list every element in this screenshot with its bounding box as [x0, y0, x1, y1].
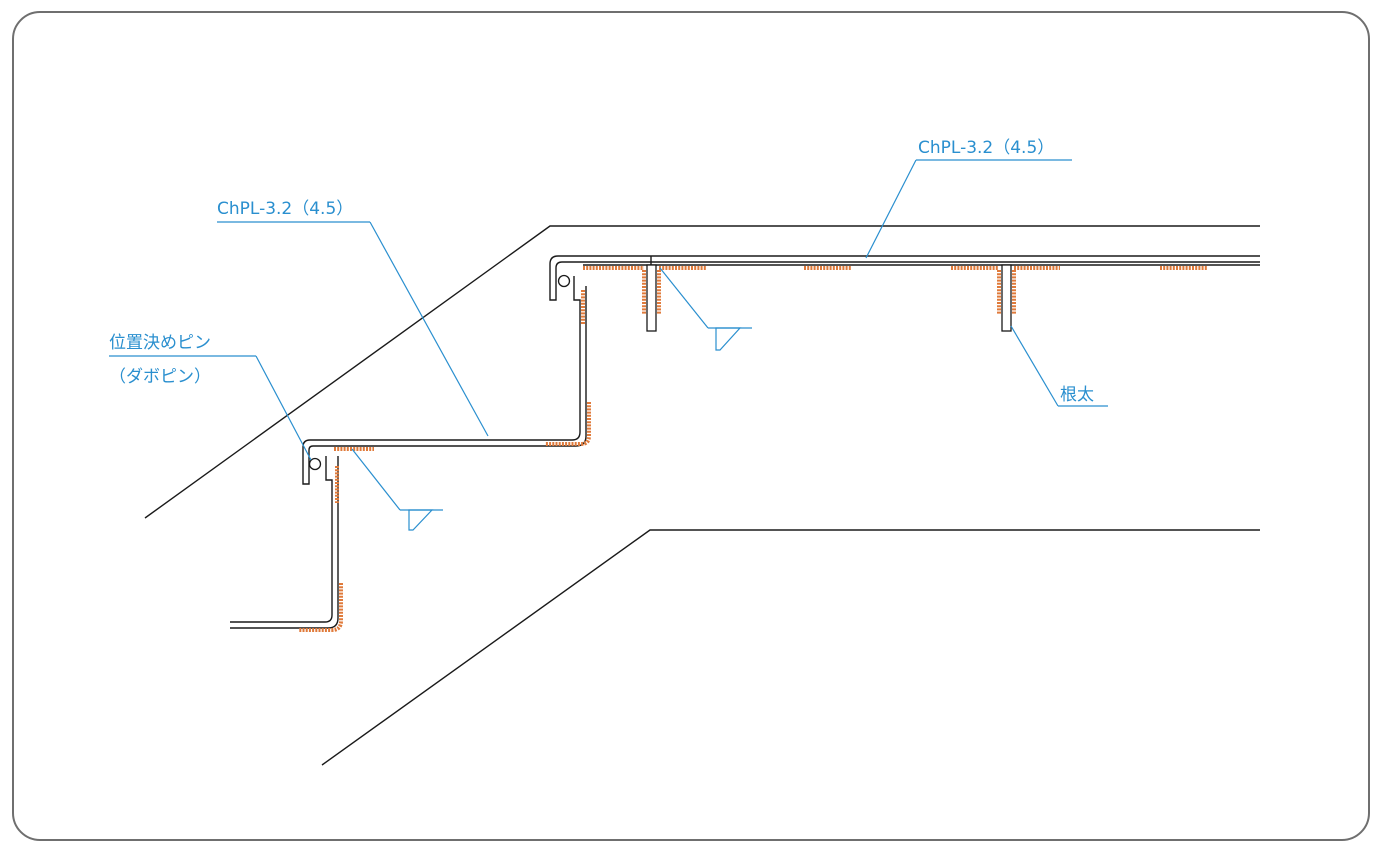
weld-symbol-lower-arrow: [351, 448, 401, 511]
weld-symbol-upper-arrow: [659, 267, 709, 329]
label-joist: 根太: [1060, 385, 1094, 405]
joists: [646, 256, 1012, 332]
leader-pin: [255, 355, 312, 461]
label-pin-line2: （ダボピン）: [109, 367, 211, 387]
callout-labels: ChPL-3.2（4.5） ChPL-3.2（4.5） 位置決めピン （ダボピン…: [109, 138, 1094, 405]
leader-plate-lower: [369, 221, 489, 437]
label-plate-upper: ChPL-3.2（4.5）: [918, 138, 1054, 158]
label-pin-line1: 位置決めピン: [109, 333, 211, 353]
weld-beads: [299, 266, 1207, 632]
callout-leaders: [109, 159, 1108, 461]
landing-plate-top: [549, 255, 1260, 301]
structure-outline: [144, 225, 1260, 766]
weld-symbol-lower-triangle: [408, 509, 434, 531]
weld-upper-corner: [545, 402, 591, 446]
drawing-frame: [12, 11, 1370, 841]
joist-right: [1001, 264, 1012, 332]
lower-riser-outer: [230, 456, 339, 629]
lower-slab-line: [321, 529, 1260, 766]
joist-left: [646, 264, 657, 332]
leader-joist: [1010, 325, 1059, 407]
weld-symbol-upper-triangle: [715, 327, 742, 351]
weld-symbols: [351, 267, 752, 531]
dowel-pin-lower: [308, 457, 322, 471]
upper-riser: [302, 276, 587, 485]
leader-plate-upper: [865, 159, 917, 259]
upper-slab-line: [144, 225, 1260, 519]
label-plate-lower: ChPL-3.2（4.5）: [217, 199, 353, 219]
weld-lower-corner: [299, 583, 343, 632]
checkered-plate-profile: [230, 255, 1260, 629]
lower-riser: [230, 456, 333, 623]
dowel-pin-upper: [557, 274, 571, 288]
